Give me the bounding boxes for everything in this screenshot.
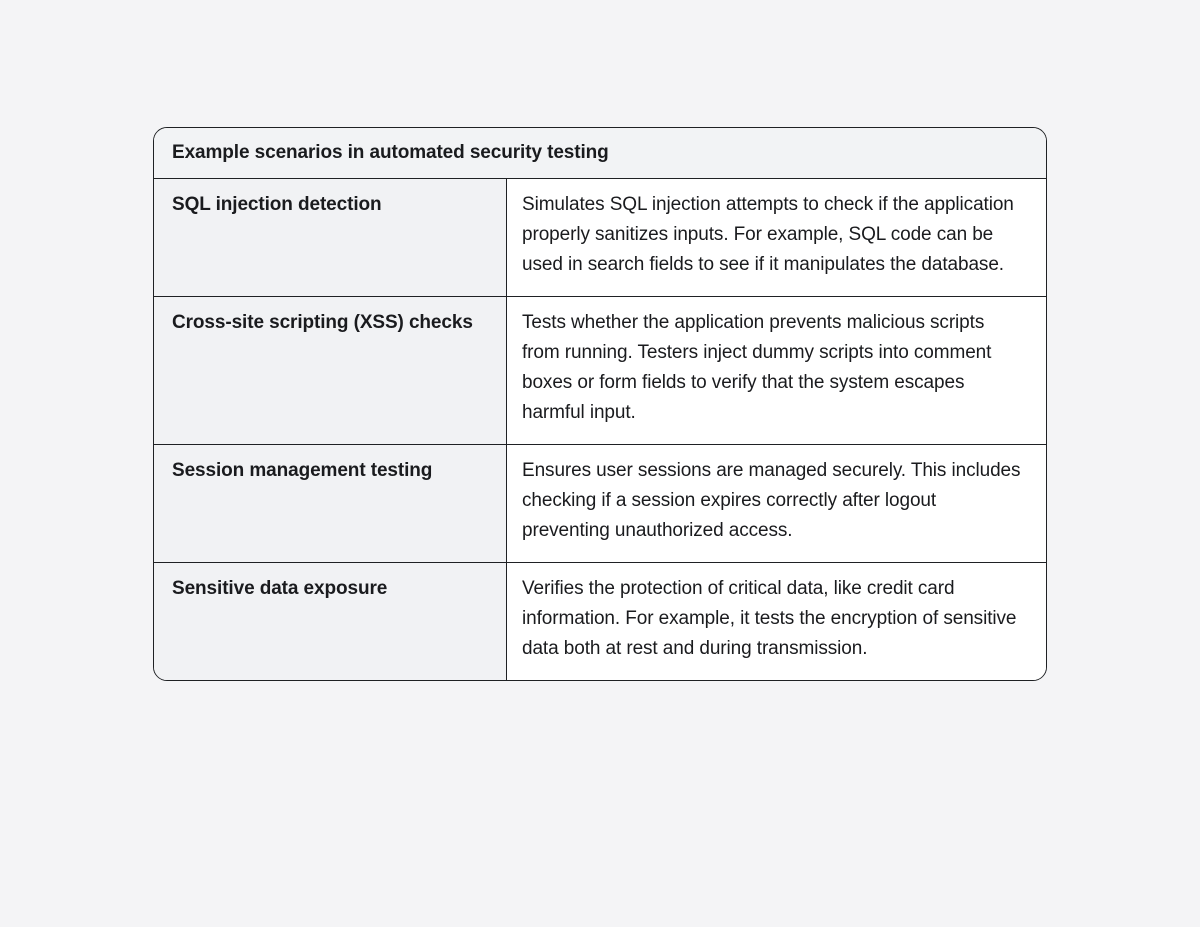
row-label: Sensitive data exposure: [154, 563, 507, 680]
table-row: Cross-site scripting (XSS) checks Tests …: [154, 297, 1046, 445]
row-label: Cross-site scripting (XSS) checks: [154, 297, 507, 444]
row-label: SQL injection detection: [154, 179, 507, 296]
security-testing-table: Example scenarios in automated security …: [153, 127, 1047, 681]
table-row: Session management testing Ensures user …: [154, 445, 1046, 563]
row-description: Ensures user sessions are managed secure…: [507, 445, 1046, 562]
row-description: Verifies the protection of critical data…: [507, 563, 1046, 680]
row-label: Session management testing: [154, 445, 507, 562]
row-description: Simulates SQL injection attempts to chec…: [507, 179, 1046, 296]
table-title: Example scenarios in automated security …: [154, 128, 1046, 179]
row-description: Tests whether the application prevents m…: [507, 297, 1046, 444]
table-body: SQL injection detection Simulates SQL in…: [154, 179, 1046, 680]
table-row: SQL injection detection Simulates SQL in…: [154, 179, 1046, 297]
table-row: Sensitive data exposure Verifies the pro…: [154, 563, 1046, 680]
